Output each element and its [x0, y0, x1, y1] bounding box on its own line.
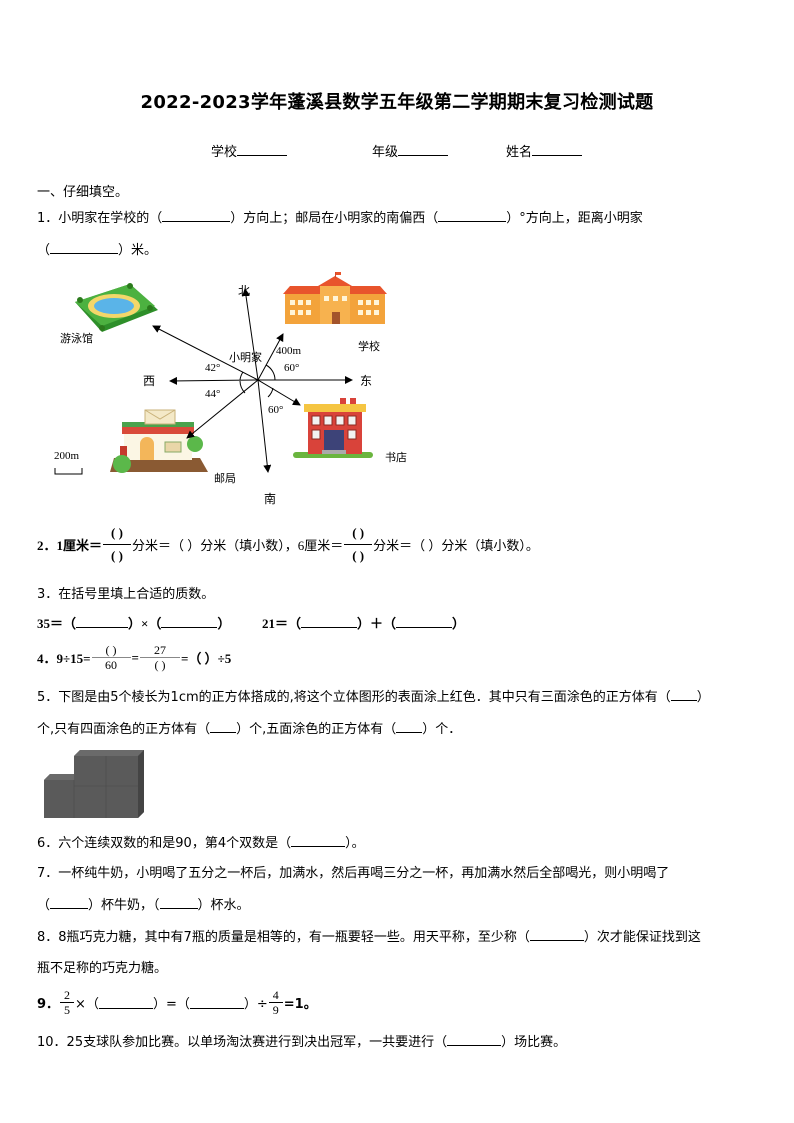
q5-blank-1[interactable] — [670, 688, 697, 701]
school-field[interactable]: 学校 — [211, 141, 288, 160]
question-5-line2: 个,只有四面涂色的正方体有（）个,五面涂色的正方体有（）个． — [37, 720, 462, 737]
q2-fraction-1[interactable]: ( )( ) — [103, 522, 131, 567]
q8-blank[interactable] — [529, 928, 584, 941]
q2-fraction-2[interactable]: ( )( ) — [344, 522, 373, 567]
q6-blank[interactable] — [291, 834, 346, 847]
q4-equals: = — [131, 649, 139, 665]
post-office-label: 邮局 — [214, 472, 236, 485]
q9-blank-1[interactable] — [98, 996, 153, 1009]
q1-text-b: ）方向上；邮局在小明家的南偏西（ — [230, 211, 439, 226]
grade-label: 年级 — [372, 145, 399, 160]
cube-figure — [44, 748, 144, 820]
grade-field[interactable]: 年级 — [372, 141, 449, 160]
question-2: 2．1厘米＝ ( )( ) 分米＝（ ）分米（填小数），6厘米＝ ( )( ) … — [37, 522, 539, 567]
east-label: 东 — [360, 374, 373, 388]
north-label: 北 — [238, 284, 251, 298]
page-title: 2022-2023学年蓬溪县数学五年级第二学期期末复习检测试题 — [140, 92, 654, 113]
south-label: 南 — [264, 492, 277, 506]
q1-text-c: ）°方向上，距离小明家 — [506, 211, 643, 226]
q3-equation-1: 35＝（）×（） — [37, 615, 231, 631]
school-label: 学校 — [211, 145, 238, 160]
name-label: 姓名 — [506, 145, 533, 160]
q2-text-mid1: 分米＝（ ）分米（填小数），6厘米＝ — [131, 538, 344, 553]
q3-blank-2[interactable] — [161, 615, 218, 628]
q4-suffix: =（ ）÷5 — [180, 651, 232, 666]
angle-post-office: 44° — [205, 388, 221, 400]
question-1-line1: 1．小明家在学校的（ ）方向上；邮局在小明家的南偏西（ ）°方向上，距离小明家 — [37, 207, 643, 226]
question-10: 10．25支球队参加比赛。以单场淘汰赛进行到决出冠军，一共要进行（）场比赛。 — [37, 1033, 567, 1050]
name-blank[interactable] — [532, 143, 583, 156]
q1-blank-1[interactable] — [162, 209, 231, 222]
q10-blank[interactable] — [447, 1033, 502, 1046]
section-heading: 一、仔细填空。 — [37, 185, 129, 200]
west-label: 西 — [143, 374, 156, 388]
q5-blank-3[interactable] — [396, 720, 423, 733]
distance-label: 400m — [276, 345, 302, 357]
q2-prefix: 2．1厘米＝ — [37, 538, 103, 553]
question-7-line1: 7．一杯纯牛奶，小明喝了五分之一杯后，加满水，然后再喝三分之一杯，再加满水然后全… — [37, 866, 670, 881]
center-label: 小明家 — [229, 351, 262, 364]
post-office-icon — [110, 409, 208, 473]
q9-blank-2[interactable] — [189, 996, 244, 1009]
q3-blank-3[interactable] — [301, 615, 358, 628]
scale-label: 200m — [54, 450, 80, 462]
grade-blank[interactable] — [398, 143, 449, 156]
q5-blank-2[interactable] — [210, 720, 237, 733]
pool-label: 游泳馆 — [60, 332, 93, 345]
question-8-line1: 8．8瓶巧克力糖，其中有7瓶的质量是相等的，有一瓶要轻一些。用天平称，至少称（）… — [37, 928, 701, 945]
school-label-diagram: 学校 — [358, 340, 380, 353]
direction-diagram: 北 南 东 西 小明家 400m 60° 42° 44° 60° 游泳馆 学校 … — [40, 272, 420, 506]
angle-bookstore: 60° — [268, 404, 284, 416]
q4-fraction-1[interactable]: ( )60 — [91, 643, 131, 672]
question-7-line2: （）杯牛奶，（）杯水。 — [37, 896, 250, 913]
q1-text-a: 1．小明家在学校的（ — [37, 211, 163, 226]
angle-pool: 42° — [205, 362, 221, 374]
q2-text-mid2: 分米＝（ ）分米（填小数）。 — [373, 538, 539, 553]
angle-school: 60° — [284, 362, 300, 374]
q1-text-d: （ — [37, 243, 51, 258]
question-5-line1: 5．下图是由5个棱长为1cm的正方体搭成的,将这个立体图形的表面涂上红色．其中只… — [37, 688, 710, 705]
bookstore-building — [304, 398, 366, 454]
bookstore-label: 书店 — [385, 451, 407, 464]
swimming-pool-icon — [75, 283, 158, 332]
question-8-line2: 瓶不足称的巧克力糖。 — [37, 961, 168, 976]
q4-prefix: 4．9÷15= — [37, 651, 91, 666]
q4-fraction-2[interactable]: 27( ) — [139, 643, 180, 672]
q7-blank-2[interactable] — [159, 896, 198, 909]
question-3: 3．在括号里填上合适的质数。 — [37, 587, 215, 602]
q1-text-e: ）米。 — [118, 243, 158, 258]
name-field[interactable]: 姓名 — [506, 141, 583, 160]
q3-blank-4[interactable] — [396, 615, 453, 628]
question-6: 6．六个连续双数的和是90，第4个双数是（）。 — [37, 834, 365, 851]
q1-blank-3[interactable] — [50, 241, 119, 254]
school-icon — [283, 272, 387, 324]
question-1-line2: （ ）米。 — [37, 239, 157, 258]
q3-equation-2: 21＝（）＋（） — [262, 615, 466, 631]
q7-blank-1[interactable] — [50, 896, 89, 909]
school-blank[interactable] — [237, 143, 288, 156]
q3-blank-1[interactable] — [76, 615, 129, 628]
question-4: 4．9÷15= ( )60 = 27( ) =（ ）÷5 — [37, 643, 231, 672]
q1-blank-2[interactable] — [438, 209, 507, 222]
